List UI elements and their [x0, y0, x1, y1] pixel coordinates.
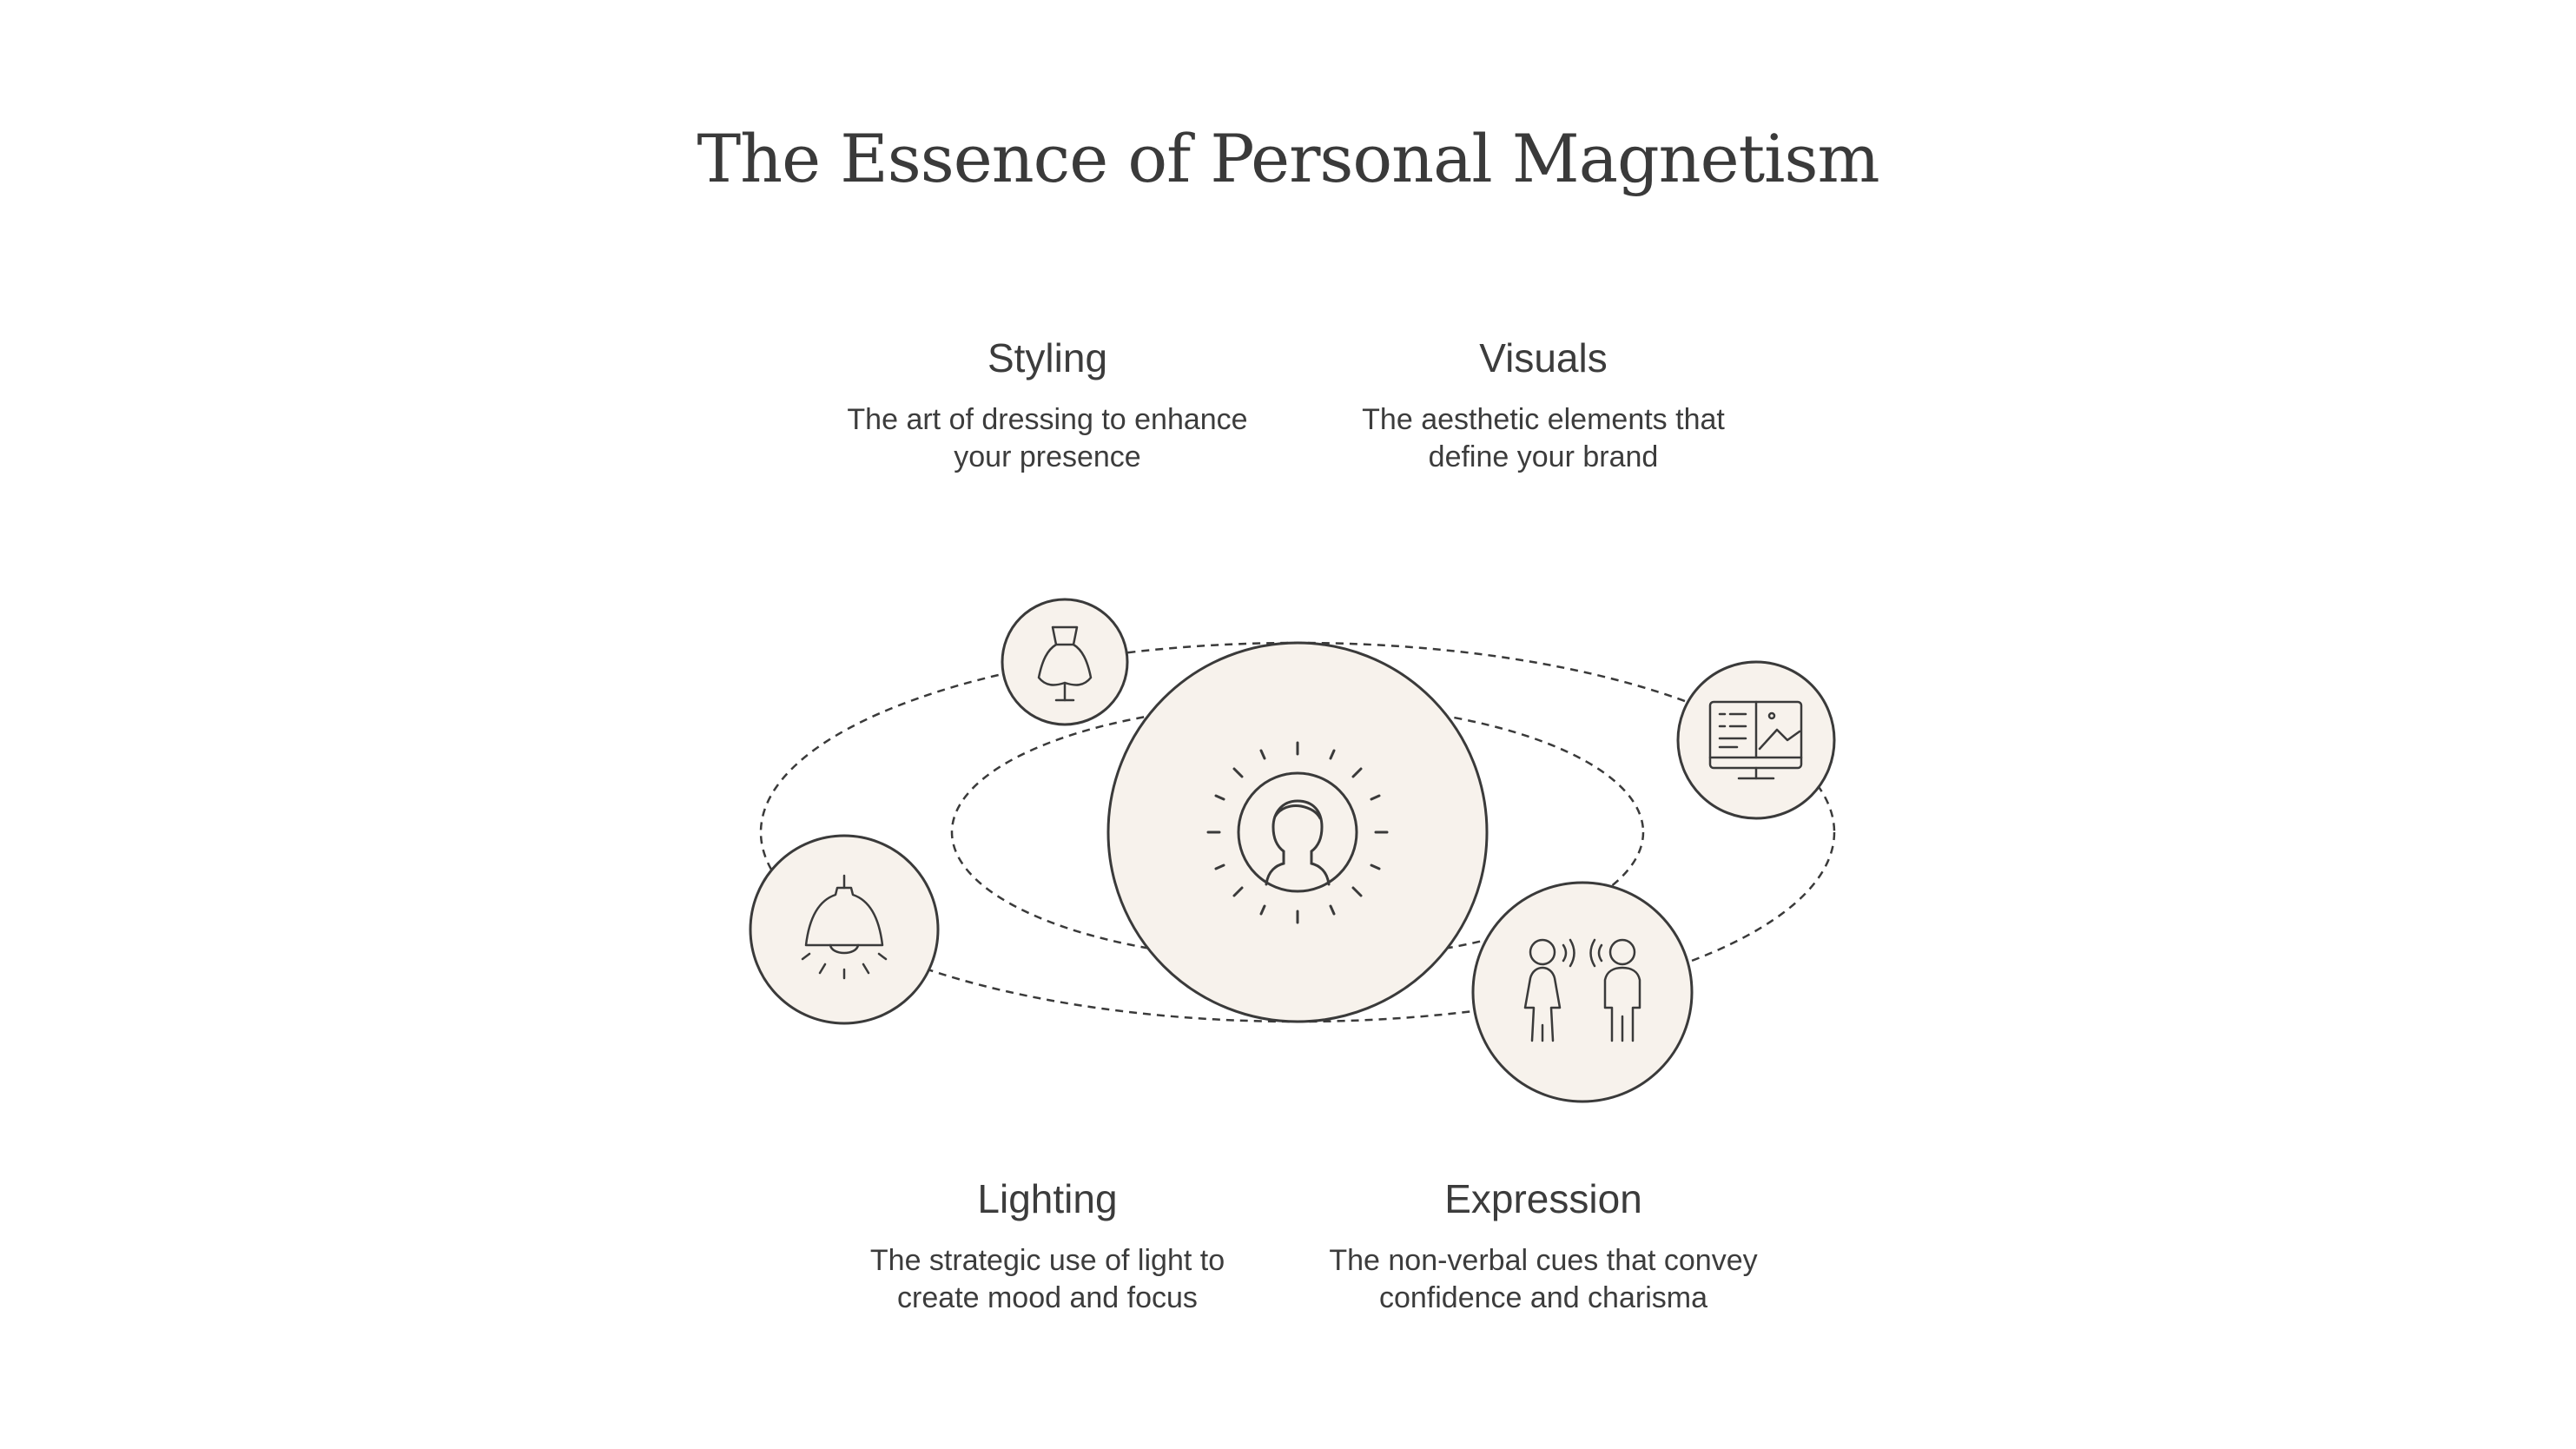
lighting-description: The strategic use of light to create moo…: [869, 1244, 1225, 1314]
lighting-label: Lighting The strategic use of light to c…: [769, 1174, 1325, 1317]
expression-description: The non-verbal cues that convey confiden…: [1329, 1244, 1758, 1314]
lighting-node: [749, 834, 940, 1025]
expression-heading: Expression: [1444, 1176, 1642, 1221]
visuals-description: The aesthetic elements that define your …: [1362, 403, 1725, 473]
visuals-heading: Visuals: [1479, 335, 1608, 380]
expression-node: [1471, 881, 1694, 1103]
styling-label: Styling The art of dressing to enhance y…: [769, 334, 1325, 476]
visuals-node: [1676, 660, 1836, 820]
people-communicating-icon: [1523, 938, 1641, 1042]
styling-heading: Styling: [987, 335, 1108, 380]
center-node: [1106, 641, 1489, 1023]
dress-form-icon: [1037, 625, 1093, 702]
page-title: The Essence of Personal Magnetism: [697, 120, 1879, 197]
pendant-lamp-icon: [801, 874, 888, 980]
styling-node: [1001, 598, 1129, 726]
person-silhouette-icon: [1206, 741, 1389, 924]
styling-description: The art of dressing to enhance your pres…: [847, 403, 1248, 473]
lighting-heading: Lighting: [977, 1176, 1118, 1221]
expression-label: Expression The non-verbal cues that conv…: [1265, 1174, 1821, 1317]
visuals-label: Visuals The aesthetic elements that defi…: [1265, 334, 1821, 476]
monitor-layout-icon: [1708, 700, 1803, 780]
